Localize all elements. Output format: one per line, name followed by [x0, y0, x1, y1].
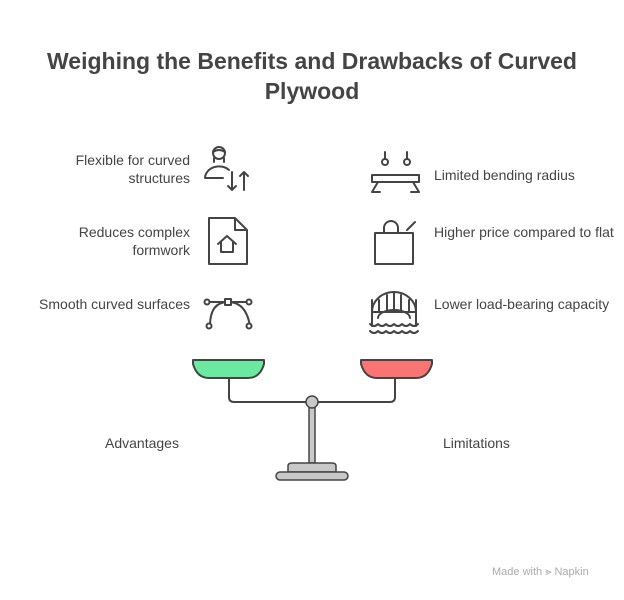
left-pan [192, 359, 265, 379]
scale-base-top [287, 462, 337, 473]
advantage-2: Reduces complex formwork [78, 224, 190, 258]
bezier-curve-icon [203, 298, 253, 330]
bridge-icon [369, 291, 419, 334]
bench-press-icon [371, 151, 420, 193]
person-arrows-icon [204, 146, 249, 191]
limitation-2: Higher price compared to flat [434, 224, 614, 240]
scale-post [308, 404, 316, 464]
advantage-1: Flexible for curved structures [75, 152, 190, 186]
bag-price-icon [374, 220, 416, 265]
limitation-1: Limited bending radius [434, 167, 575, 183]
scale-pivot [305, 395, 319, 409]
advantage-3: Smooth curved surfaces [39, 296, 190, 312]
document-house-icon [208, 217, 248, 265]
balance-scale [192, 359, 433, 481]
limitations-label: Limitations [443, 435, 510, 451]
page-title: Weighing the Benefits and Drawbacks of C… [47, 48, 577, 104]
footer-credit: Made with ⪢ Napkin [492, 566, 589, 578]
advantages-label: Advantages [105, 435, 179, 451]
limitation-3: Lower load-bearing capacity [434, 296, 610, 312]
scale-base [275, 471, 349, 481]
right-pan [360, 359, 433, 379]
